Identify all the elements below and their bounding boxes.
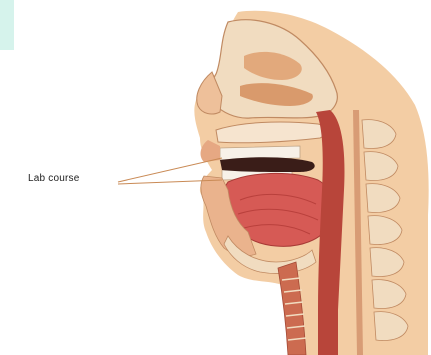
lab-course-label: Lab course bbox=[28, 173, 79, 184]
